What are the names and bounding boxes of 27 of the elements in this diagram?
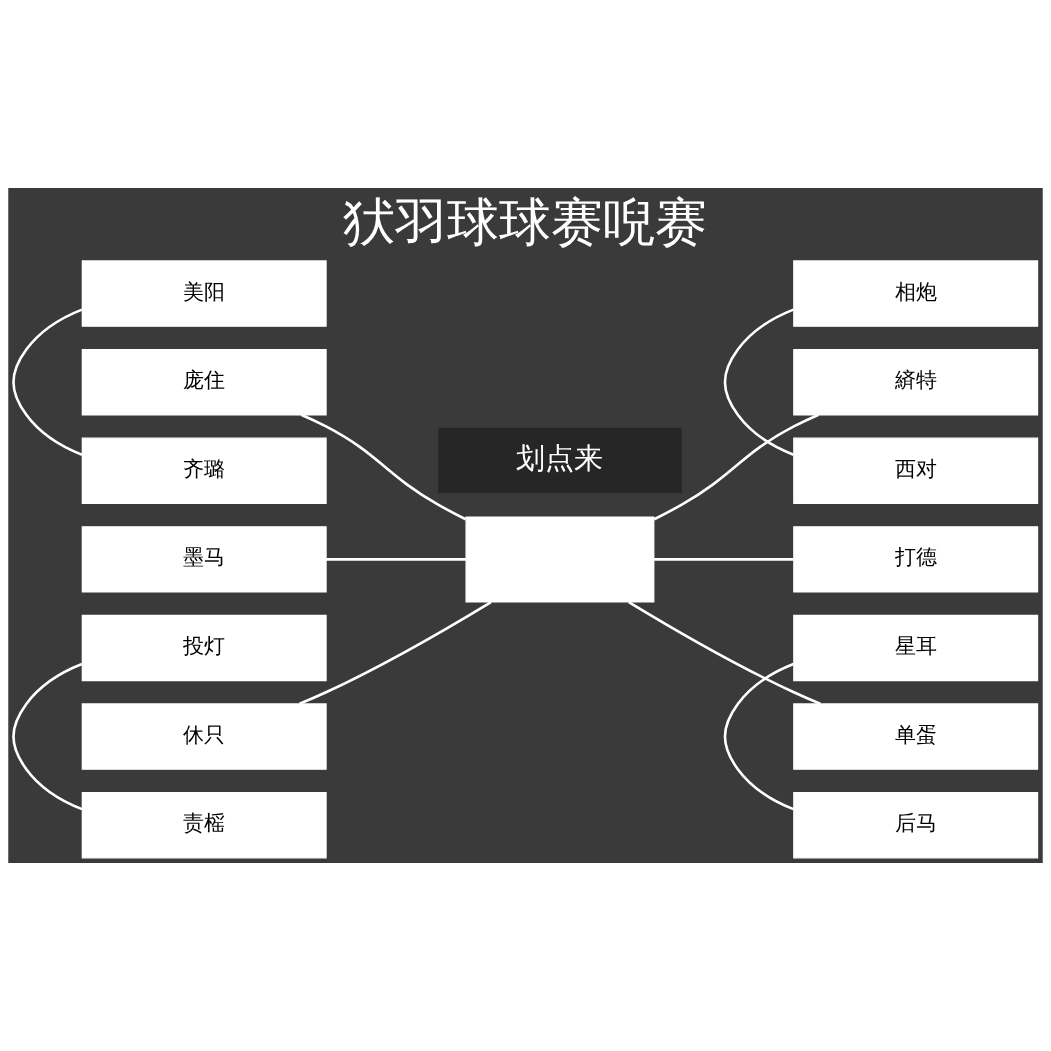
node-box: 西对 [793,437,1039,504]
node-box: 美阳 [81,260,327,327]
node-box: 相炮 [793,260,1039,327]
node-box: 休只 [81,703,327,770]
label: 划点来 [516,440,604,475]
node-box: 墨马 [81,526,327,593]
connector [12,308,83,456]
node-box: 緕特 [793,348,1039,416]
node-box: 后马 [793,792,1039,859]
node-box: 投灯 [81,614,327,682]
diagram-title: 犾羽球球赛唲赛 [343,192,708,253]
connector [654,558,794,561]
connector [723,662,794,811]
node-box: 星耳 [793,614,1039,682]
connector [299,600,492,705]
connector [300,413,467,521]
connector [326,558,466,561]
connector [723,308,794,456]
connector [628,600,821,705]
node-box: 责榣 [81,792,327,859]
node-box: 齐璐 [81,437,327,504]
node-box [465,516,655,603]
connector [12,662,83,811]
node-box: 庞住 [81,348,327,416]
node-box: 单蛋 [793,703,1039,770]
connector [653,413,820,521]
node-box: 打德 [793,526,1039,593]
